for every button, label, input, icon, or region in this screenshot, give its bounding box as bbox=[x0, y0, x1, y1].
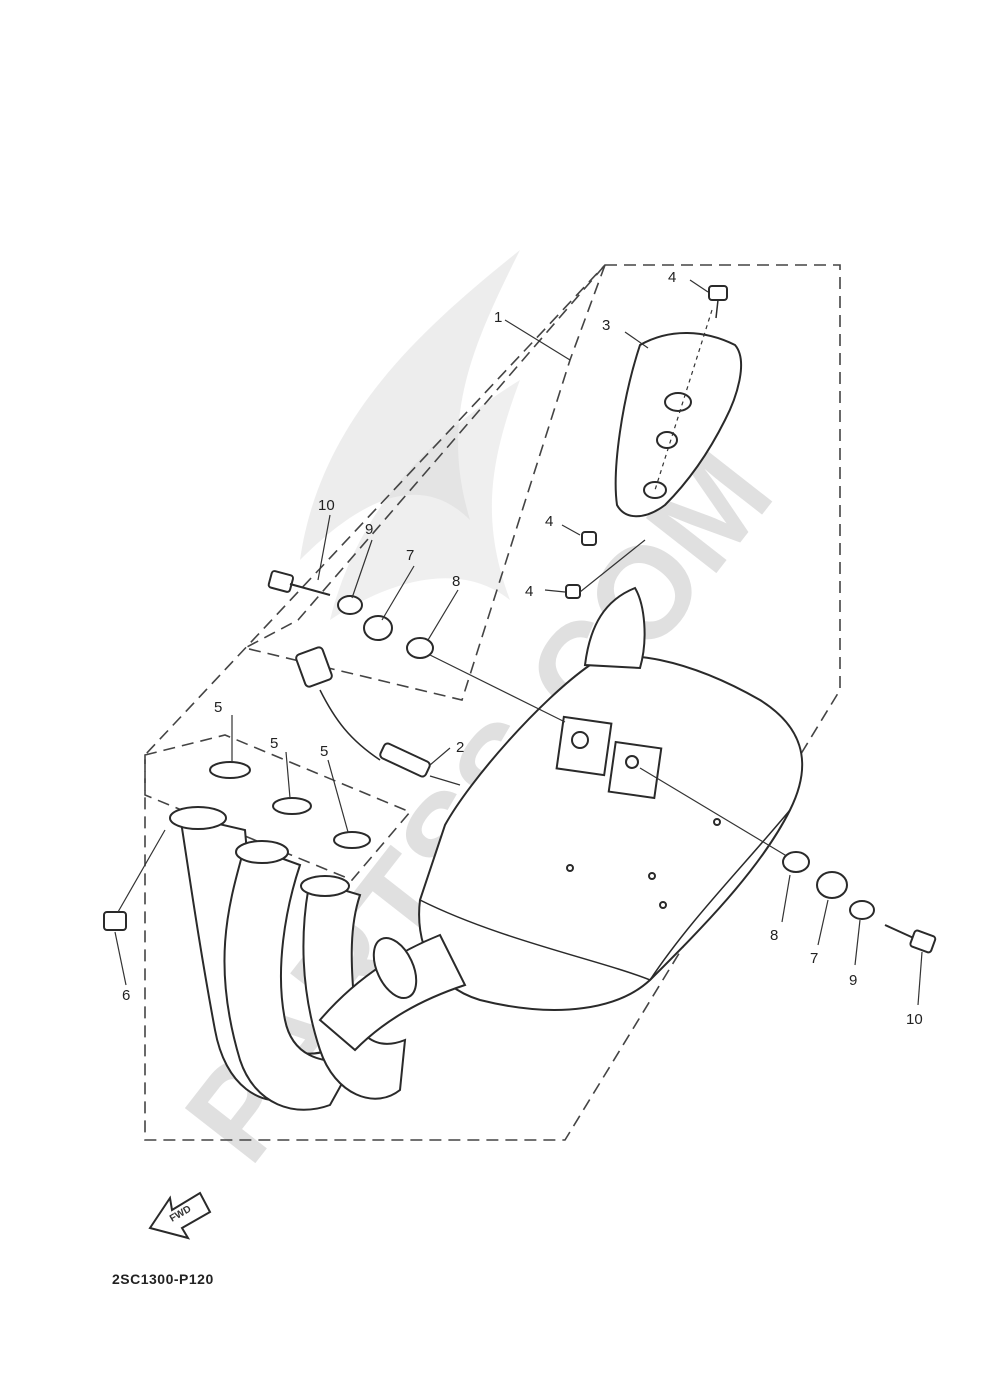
leader-1 bbox=[504, 319, 571, 361]
leader-7a bbox=[381, 565, 415, 621]
diagram-code: 2SC1300-P120 bbox=[112, 1271, 214, 1287]
leader-8a bbox=[427, 589, 459, 641]
callout-2: 2 bbox=[456, 739, 464, 756]
left-mount-hardware bbox=[267, 570, 566, 723]
screw-low bbox=[565, 539, 646, 599]
damper-group-boundary bbox=[242, 264, 606, 701]
leader-10b bbox=[917, 951, 923, 1006]
screw-mid bbox=[581, 531, 597, 546]
callout-10-right: 10 bbox=[906, 1011, 923, 1028]
assembly-1-boundary bbox=[144, 264, 841, 1141]
leader-8b bbox=[781, 874, 791, 923]
exhaust-headers bbox=[169, 806, 467, 1111]
callout-4-top: 4 bbox=[668, 269, 676, 286]
leader-4b bbox=[561, 524, 581, 536]
callout-5-right: 5 bbox=[320, 743, 328, 760]
callout-10-left: 10 bbox=[318, 497, 335, 514]
gasket-group-boundary bbox=[144, 734, 412, 881]
muffler bbox=[418, 586, 804, 1011]
callout-7-right: 7 bbox=[810, 950, 818, 967]
callout-8-left: 8 bbox=[452, 573, 460, 590]
forward-arrow-icon: FWD bbox=[148, 1191, 212, 1240]
callout-9-left: 9 bbox=[365, 521, 373, 538]
leader-7b bbox=[817, 899, 829, 946]
nut bbox=[103, 829, 166, 931]
gasket-1 bbox=[209, 761, 251, 779]
leader-10a bbox=[317, 514, 331, 581]
callout-9-right: 9 bbox=[849, 972, 857, 989]
leader-4c bbox=[544, 589, 566, 593]
callout-4-low: 4 bbox=[525, 583, 533, 600]
heat-protector bbox=[614, 309, 743, 518]
callout-5-left: 5 bbox=[214, 699, 222, 716]
leader-4a bbox=[689, 279, 709, 293]
screw-top bbox=[708, 285, 728, 319]
callout-6: 6 bbox=[122, 987, 130, 1004]
callout-5-mid: 5 bbox=[270, 735, 278, 752]
right-mount-hardware bbox=[639, 767, 937, 954]
callout-4-mid: 4 bbox=[545, 513, 553, 530]
leader-2 bbox=[429, 747, 451, 766]
oxygen-sensor bbox=[295, 646, 461, 786]
callout-7-left: 7 bbox=[406, 547, 414, 564]
leader-9b bbox=[854, 919, 861, 966]
leader-3 bbox=[624, 331, 649, 349]
leader-9a bbox=[351, 539, 373, 599]
gasket-3 bbox=[333, 831, 371, 849]
callout-1: 1 bbox=[494, 309, 502, 326]
callout-3: 3 bbox=[602, 317, 610, 334]
leader-6 bbox=[114, 931, 127, 986]
gasket-2 bbox=[272, 797, 312, 815]
callout-8-right: 8 bbox=[770, 927, 778, 944]
